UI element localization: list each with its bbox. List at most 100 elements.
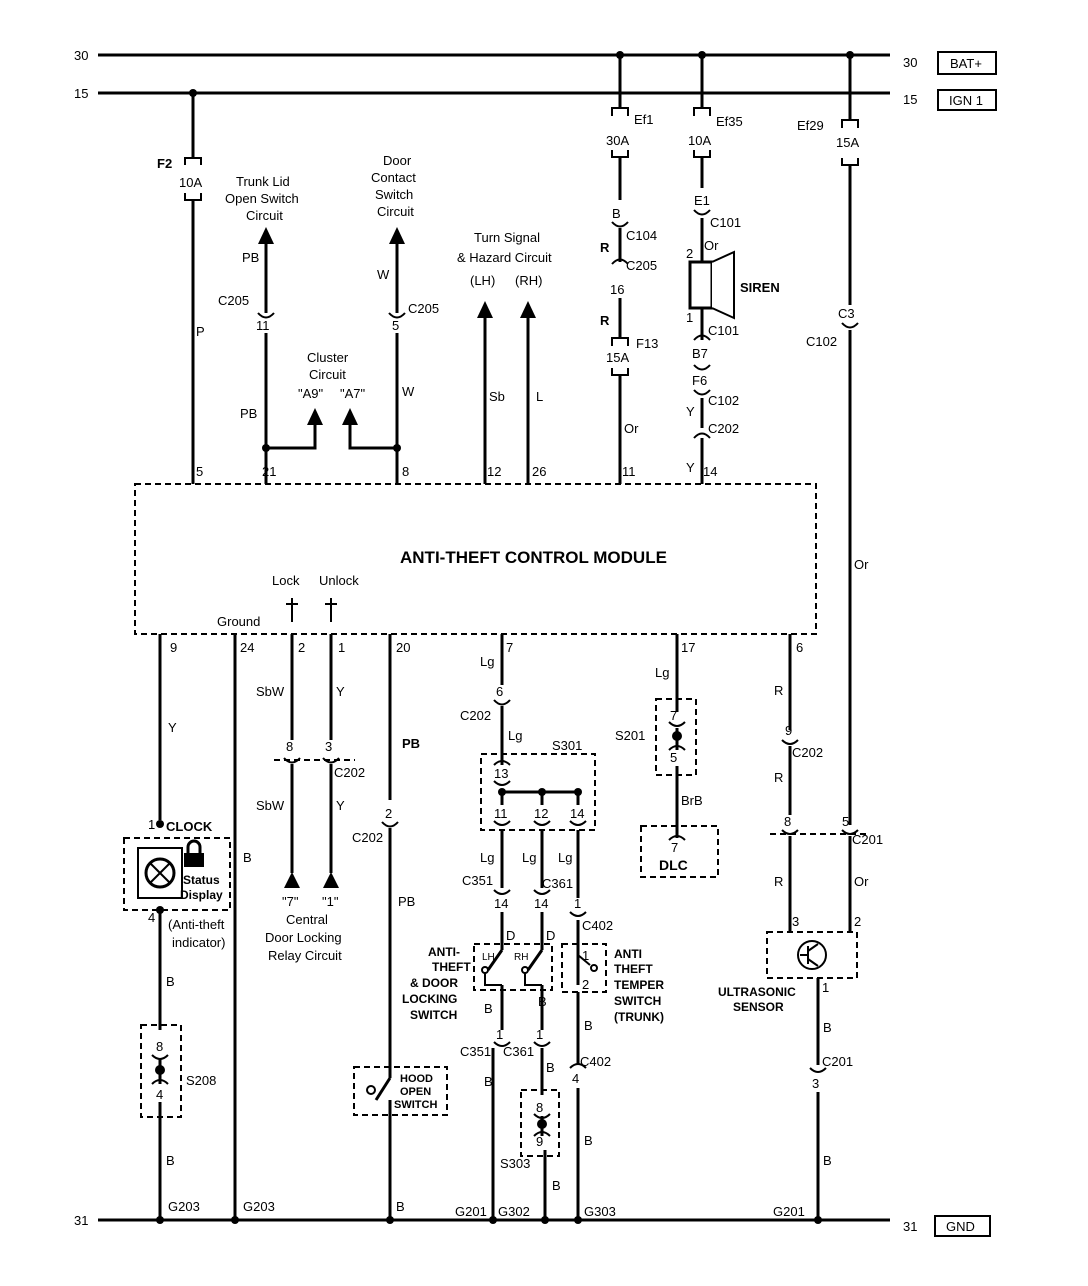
svg-text:20: 20: [396, 640, 410, 655]
svg-text:& Hazard Circuit: & Hazard Circuit: [457, 250, 552, 265]
module-unlock: Unlock: [319, 573, 359, 588]
svg-text:Lg: Lg: [655, 665, 669, 680]
svg-text:Ef29: Ef29: [797, 118, 824, 133]
svg-text:1: 1: [686, 310, 693, 325]
svg-text:5: 5: [670, 750, 677, 765]
svg-text:C102: C102: [708, 393, 739, 408]
svg-text:SbW: SbW: [256, 798, 285, 813]
svg-text:THEFT: THEFT: [614, 962, 653, 976]
svg-text:8: 8: [536, 1100, 543, 1115]
turn-signal-circuit: Turn Signal & Hazard Circuit (LH) (RH) S…: [457, 230, 552, 484]
svg-text:B: B: [823, 1153, 832, 1168]
ign1-label: IGN 1: [949, 93, 983, 108]
svg-text:Or: Or: [624, 421, 639, 436]
trunk-lid-circuit: Trunk Lid Open Switch Circuit PB C205 11…: [218, 174, 323, 484]
svg-text:13: 13: [494, 766, 508, 781]
svg-text:indicator): indicator): [172, 935, 225, 950]
branch-f13: B C104 R C205 16 R F13 15A Or: [600, 157, 658, 484]
svg-text:21: 21: [262, 464, 276, 479]
svg-text:C402: C402: [580, 1054, 611, 1069]
svg-text:Turn Signal: Turn Signal: [474, 230, 540, 245]
svg-text:Relay Circuit: Relay Circuit: [268, 948, 342, 963]
svg-text:6: 6: [796, 640, 803, 655]
svg-text:Door Locking: Door Locking: [265, 930, 342, 945]
svg-text:THEFT: THEFT: [432, 960, 471, 974]
svg-text:(TRUNK): (TRUNK): [614, 1010, 664, 1024]
svg-text:12: 12: [487, 464, 501, 479]
svg-text:C104: C104: [626, 228, 657, 243]
svg-text:14: 14: [703, 464, 717, 479]
module-ground: Ground: [217, 614, 260, 629]
cluster-circuit: Cluster Circuit "A9" "A7": [298, 350, 366, 401]
svg-text:B: B: [538, 994, 547, 1009]
svg-text:PB: PB: [242, 250, 259, 265]
svg-text:C351: C351: [462, 873, 493, 888]
clock-box: [123, 837, 231, 911]
svg-text:Sb: Sb: [489, 389, 505, 404]
svg-text:Y: Y: [686, 404, 695, 419]
svg-text:C101: C101: [708, 323, 739, 338]
svg-text:16: 16: [610, 282, 624, 297]
svg-text:LOCKING: LOCKING: [402, 992, 457, 1006]
wire-p: P: [196, 324, 205, 339]
module-title: ANTI-THEFT CONTROL MODULE: [400, 548, 667, 567]
svg-text:7: 7: [670, 708, 677, 723]
svg-text:S201: S201: [615, 728, 645, 743]
svg-text:(Anti-theft: (Anti-theft: [168, 917, 225, 932]
gnd-label: GND: [946, 1219, 975, 1234]
bat-plus-label: BAT+: [950, 56, 982, 71]
svg-text:C201: C201: [852, 832, 883, 847]
svg-text:8: 8: [784, 814, 791, 829]
svg-text:9: 9: [536, 1134, 543, 1149]
svg-text:2: 2: [582, 977, 589, 992]
svg-text:"A9": "A9": [298, 386, 324, 401]
svg-text:G302: G302: [498, 1204, 530, 1219]
svg-text:W: W: [377, 267, 390, 282]
svg-text:4: 4: [572, 1071, 579, 1086]
svg-text:B: B: [396, 1199, 405, 1214]
svg-text:Or: Or: [704, 238, 719, 253]
clock-label: CLOCK: [166, 819, 213, 834]
svg-text:C202: C202: [352, 830, 383, 845]
svg-text:Lg: Lg: [522, 850, 536, 865]
dlc-connector: [640, 825, 719, 878]
anti-theft-temper-switch: 1 2 ANTI THEFT TEMPER SWITCH (TRUNK) B C…: [561, 943, 664, 1220]
svg-text:3: 3: [792, 914, 799, 929]
anti-theft-door-locking-switch: LH RH ANTI- THEFT & DOOR LOCKING SWITCH …: [402, 943, 553, 1030]
svg-text:C202: C202: [792, 745, 823, 760]
svg-text:B: B: [166, 974, 175, 989]
branch-ground-24: B G203: [233, 634, 275, 1220]
svg-text:C361: C361: [542, 876, 573, 891]
svg-text:C351: C351: [460, 1044, 491, 1059]
svg-text:D: D: [506, 928, 515, 943]
splice-s301: [480, 753, 596, 831]
svg-text:17: 17: [681, 640, 695, 655]
svg-text:7: 7: [671, 840, 678, 855]
svg-text:14: 14: [570, 806, 584, 821]
svg-text:26: 26: [532, 464, 546, 479]
svg-text:G201: G201: [455, 1204, 487, 1219]
branch-s303: 1 1 C351 C361 B B 8 9 S303 B G201 G302: [455, 1027, 561, 1220]
branch-hood: PB 2 C202 PB HOOD OPEN SWITCH B: [352, 634, 448, 1220]
svg-text:"1": "1": [322, 894, 339, 909]
svg-text:ANTI: ANTI: [614, 947, 642, 961]
svg-text:15A: 15A: [836, 135, 859, 150]
rail-31-right: 31: [903, 1219, 917, 1234]
svg-text:1: 1: [574, 896, 581, 911]
siren-icon: [688, 260, 714, 310]
svg-text:C205: C205: [408, 301, 439, 316]
svg-text:Circuit: Circuit: [377, 204, 414, 219]
svg-text:RH: RH: [514, 952, 528, 963]
rail-31-left: 31: [74, 1213, 88, 1228]
svg-text:Lg: Lg: [508, 728, 522, 743]
svg-text:Y: Y: [336, 798, 345, 813]
svg-text:Y: Y: [336, 684, 345, 699]
svg-text:SWITCH: SWITCH: [410, 1008, 457, 1022]
svg-text:Cluster: Cluster: [307, 350, 349, 365]
svg-text:3: 3: [812, 1076, 819, 1091]
svg-text:R: R: [774, 683, 783, 698]
door-contact-circuit: Door Contact Switch Circuit W C205 5 W: [342, 153, 439, 484]
svg-text:3: 3: [325, 739, 332, 754]
svg-text:C205: C205: [218, 293, 249, 308]
